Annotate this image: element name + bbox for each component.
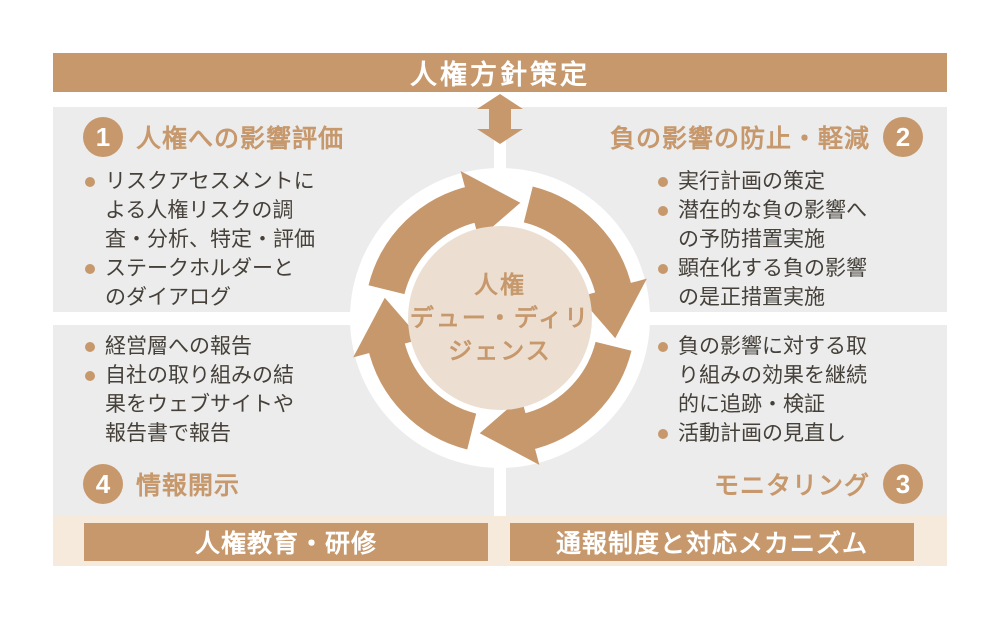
bullet-item: 顕在化する負の影響 の是正措置実施 bbox=[658, 254, 978, 312]
bullet-line: 顕在化する負の影響 bbox=[678, 257, 867, 280]
bullet-item: 負の影響に対する取 り組みの効果を継続 的に追跡・検証 bbox=[658, 332, 978, 419]
step-4-badge: 4 bbox=[83, 464, 123, 504]
bullet-line: 潜在的な負の影響へ bbox=[678, 199, 867, 222]
center-label: 人権 デュー・ディリ ジェンス bbox=[410, 269, 590, 368]
bullet-line: 実行計画の策定 bbox=[678, 170, 825, 193]
section-2-title: 負の影響の防止・軽減 bbox=[609, 125, 870, 153]
section-3-title: モニタリング bbox=[713, 472, 870, 500]
bullet-line: 経営層への報告 bbox=[105, 335, 252, 358]
policy-banner-label: 人権方針策定 bbox=[410, 60, 590, 90]
step-3-badge: 3 bbox=[883, 464, 923, 504]
section-3-bullets: 負の影響に対する取 り組みの効果を継続 的に追跡・検証 活動計画の見直し bbox=[658, 332, 978, 448]
section-2-header: 負の影響の防止・軽減 2 bbox=[610, 117, 923, 157]
education-banner-label: 人権教育・研修 bbox=[194, 530, 377, 558]
education-banner: 人権教育・研修 bbox=[84, 523, 488, 561]
bullet-item: 自社の取り組みの結 果をウェブサイトや 報告書で報告 bbox=[85, 361, 405, 448]
section-3-header: モニタリング 3 bbox=[714, 464, 923, 504]
center-label-line: デュー・ディリ bbox=[409, 304, 591, 332]
bullet-line: 報告書で報告 bbox=[105, 422, 231, 445]
section-2-bullets: 実行計画の策定 潜在的な負の影響へ の予防措置実施 顕在化する負の影響 の是正措… bbox=[658, 167, 978, 312]
section-1-header: 1 人権への影響評価 bbox=[83, 117, 344, 157]
grievance-banner: 通報制度と対応メカニズム bbox=[510, 523, 914, 561]
bullet-line: 負の影響に対する取 bbox=[678, 335, 867, 358]
bullet-line: 自社の取り組みの結 bbox=[105, 364, 294, 387]
policy-banner: 人権方針策定 bbox=[53, 53, 947, 92]
section-1-title: 人権への影響評価 bbox=[136, 125, 345, 153]
section-4-title: 情報開示 bbox=[136, 472, 241, 500]
bullet-line: 果をウェブサイトや bbox=[105, 393, 294, 416]
grievance-banner-label: 通報制度と対応メカニズム bbox=[555, 530, 868, 558]
bullet-item: 実行計画の策定 bbox=[658, 167, 978, 196]
bullet-item: 経営層への報告 bbox=[85, 332, 405, 361]
step-2-badge: 2 bbox=[883, 117, 923, 157]
bullet-line: 査・分析、特定・評価 bbox=[105, 228, 315, 251]
center-label-line: 人権 bbox=[473, 271, 526, 299]
bullet-line: 的に追跡・検証 bbox=[678, 393, 825, 416]
section-4-bullets: 経営層への報告 自社の取り組みの結 果をウェブサイトや 報告書で報告 bbox=[85, 332, 405, 448]
bullet-line: よる人権リスクの調 bbox=[105, 199, 294, 222]
bullet-line: の是正措置実施 bbox=[678, 286, 825, 309]
bullet-line: リスクアセスメントに bbox=[105, 170, 315, 193]
bullet-line: り組みの効果を継続 bbox=[678, 364, 867, 387]
double-arrow-icon bbox=[477, 94, 523, 144]
bullet-item: 活動計画の見直し bbox=[658, 419, 978, 448]
cycle-arrows-icon bbox=[353, 171, 647, 465]
bullet-item: ステークホルダーと のダイアログ bbox=[85, 254, 405, 312]
bullet-line: のダイアログ bbox=[105, 286, 231, 309]
bullet-item: 潜在的な負の影響へ の予防措置実施 bbox=[658, 196, 978, 254]
center-label-circle: 人権 デュー・ディリ ジェンス bbox=[408, 226, 592, 410]
section-4-header: 4 情報開示 bbox=[83, 464, 240, 504]
step-1-badge: 1 bbox=[83, 117, 123, 157]
center-label-line: ジェンス bbox=[448, 337, 552, 365]
bullet-line: の予防措置実施 bbox=[678, 228, 825, 251]
section-1-bullets: リスクアセスメントに よる人権リスクの調 査・分析、特定・評価 ステークホルダー… bbox=[85, 167, 405, 312]
bullet-item: リスクアセスメントに よる人権リスクの調 査・分析、特定・評価 bbox=[85, 167, 405, 254]
bullet-line: 活動計画の見直し bbox=[678, 422, 846, 445]
bullet-line: ステークホルダーと bbox=[105, 257, 294, 280]
